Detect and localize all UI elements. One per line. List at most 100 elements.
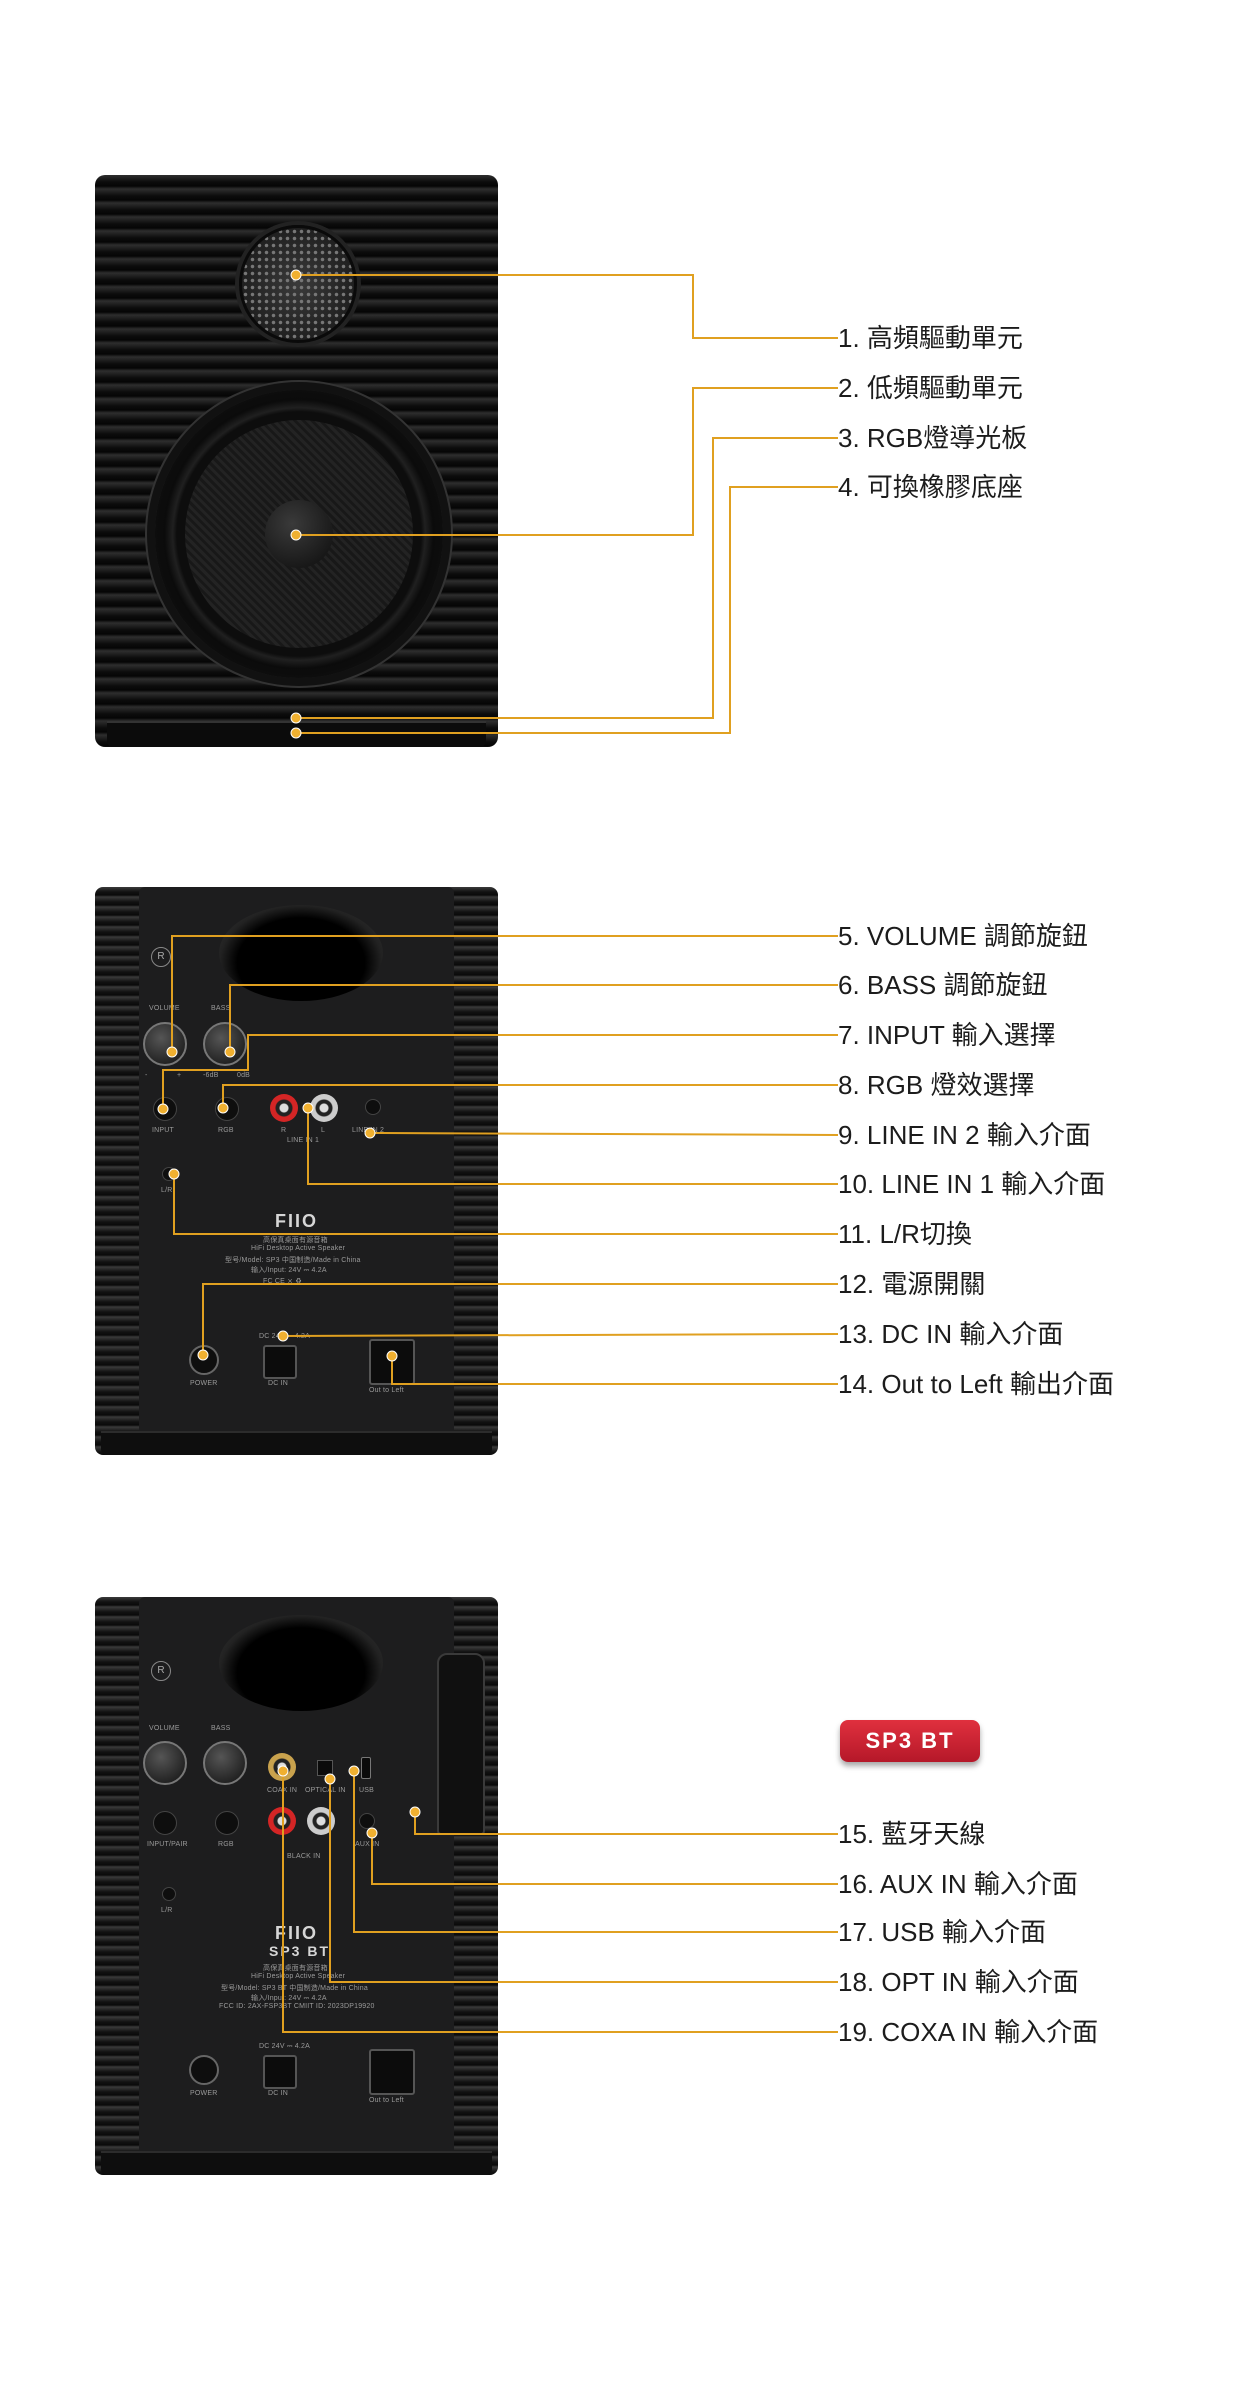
- callout-dot-18: [324, 1773, 336, 1785]
- dc-in-label-bt: DC IN: [268, 2090, 289, 2097]
- callout-dot-14: [386, 1350, 398, 1362]
- speaker-back-sp3bt: R VOLUME BASS INPUT/PAIR RGB COAX IN OPT…: [95, 1597, 498, 2175]
- callout-dot-13: [277, 1330, 289, 1342]
- label-rgb-light-guide: 3. RGB燈導光板: [838, 423, 1028, 453]
- input-label: INPUT: [152, 1127, 174, 1134]
- callout-dot-12: [197, 1349, 209, 1361]
- rca-l-label: L: [321, 1127, 326, 1134]
- label-tweeter: 1. 高頻驅動單元: [838, 323, 1023, 353]
- callout-dot-15: [409, 1806, 421, 1818]
- usb-label: USB: [359, 1787, 374, 1794]
- product-info-1-bt: 高保真桌面有源音箱: [263, 1965, 328, 1972]
- line-in-2-jack[interactable]: [365, 1099, 381, 1115]
- dc-spec-label-bt: DC 24V ⎓ 4.2A: [259, 2043, 310, 2050]
- aux-in-jack[interactable]: [359, 1813, 375, 1829]
- label-aux-in: 16. AUX IN 輸入介面: [838, 1869, 1078, 1899]
- leader-line-15: [414, 1812, 838, 1835]
- callout-dot-19: [277, 1765, 289, 1777]
- product-info-3-bt: 型号/Model: SP3 BT 中国制造/Made in China: [221, 1985, 368, 1992]
- product-info-2: HiFi Desktop Active Speaker: [251, 1245, 346, 1252]
- label-bt-antenna: 15. 藍牙天線: [838, 1819, 986, 1849]
- lr-label-bt: L/R: [161, 1907, 173, 1914]
- fiio-logo: FIIO: [275, 1211, 318, 1231]
- black-in-label: BLACK IN: [287, 1853, 321, 1860]
- label-power-switch: 12. 電源開關: [838, 1269, 986, 1299]
- rgb-button-bt[interactable]: [215, 1811, 239, 1835]
- label-opt-in: 18. OPT IN 輸入介面: [838, 1967, 1079, 1997]
- label-lr-switch: 11. L/R切換: [838, 1219, 972, 1249]
- leader-line-17: [353, 1771, 838, 1933]
- bass-max-label: 0dB: [237, 1072, 251, 1079]
- leader-line-4: [296, 486, 838, 734]
- optical-in-label: OPTICAL IN: [305, 1787, 346, 1794]
- label-dc-in: 13. DC IN 輸入介面: [838, 1319, 1064, 1349]
- leader-line-9: [369, 1132, 839, 1136]
- callout-dot-11: [168, 1168, 180, 1180]
- tweeter: [239, 225, 357, 343]
- dc-in-port[interactable]: [263, 1345, 297, 1379]
- label-volume-knob: 5. VOLUME 調節旋鈕: [838, 921, 1088, 951]
- bass-reflex-port-bt: [219, 1615, 383, 1711]
- product-info-4-bt: 输入/Input: 24V ⎓ 4.2A: [251, 1995, 327, 2002]
- label-woofer: 2. 低頻驅動單元: [838, 373, 1023, 403]
- bass-label: BASS: [211, 1005, 231, 1012]
- rgb-label-bt: RGB: [218, 1841, 234, 1848]
- callout-dot-5: [166, 1046, 178, 1058]
- callout-dot-8: [217, 1102, 229, 1114]
- callout-dot-17: [348, 1765, 360, 1777]
- out-to-left-label: Out to Left: [369, 1387, 404, 1394]
- right-speaker-mark: R: [151, 947, 171, 967]
- callout-dot-2: [290, 529, 302, 541]
- bass-knob[interactable]: [203, 1022, 247, 1066]
- input-pair-label: INPUT/PAIR: [147, 1841, 188, 1848]
- line-in-1-right-jack[interactable]: [270, 1094, 298, 1122]
- leader-line-19: [282, 1771, 838, 2033]
- out-to-left-label-bt: Out to Left: [369, 2097, 404, 2104]
- bass-knob-bt[interactable]: [203, 1741, 247, 1785]
- leader-line-11: [173, 1174, 838, 1235]
- volume-label-bt: VOLUME: [149, 1725, 180, 1732]
- power-label-bt: POWER: [190, 2090, 218, 2097]
- optical-in-port[interactable]: [317, 1760, 333, 1776]
- usb-port[interactable]: [361, 1757, 371, 1779]
- volume-label: VOLUME: [149, 1005, 180, 1012]
- leader-line-14: [391, 1356, 838, 1385]
- volume-knob-bt[interactable]: [143, 1741, 187, 1785]
- label-rubber-base: 4. 可換橡膠底座: [838, 472, 1023, 502]
- callout-dot-7: [157, 1103, 169, 1115]
- label-coax-in: 19. COXA IN 輸入介面: [838, 2017, 1099, 2047]
- power-switch-bt[interactable]: [189, 2055, 219, 2085]
- leader-line-8: [222, 1084, 838, 1108]
- right-speaker-mark-bt: R: [151, 1661, 171, 1681]
- lr-switch-bt[interactable]: [162, 1887, 176, 1901]
- callout-dot-1: [290, 269, 302, 281]
- label-line-in-2: 9. LINE IN 2 輸入介面: [838, 1120, 1091, 1150]
- leader-line-6: [229, 984, 838, 1052]
- lr-label: L/R: [161, 1187, 173, 1194]
- aux-in-label: AUX IN: [355, 1841, 380, 1848]
- dc-in-port-bt[interactable]: [263, 2055, 297, 2089]
- leader-line-12: [202, 1283, 838, 1355]
- label-bass-knob: 6. BASS 調節旋鈕: [838, 970, 1048, 1000]
- callout-dot-10: [302, 1102, 314, 1114]
- label-line-in-1: 10. LINE IN 1 輸入介面: [838, 1169, 1106, 1199]
- label-out-to-left: 14. Out to Left 輸出介面: [838, 1369, 1114, 1399]
- leader-line-16: [371, 1833, 838, 1885]
- rca-r-label: R: [281, 1127, 287, 1134]
- leader-line-18: [329, 1779, 838, 1983]
- bass-label-bt: BASS: [211, 1725, 231, 1732]
- callout-dot-4: [290, 727, 302, 739]
- volume-knob[interactable]: [143, 1022, 187, 1066]
- leader-line-3: [296, 437, 838, 719]
- input-pair-button[interactable]: [153, 1811, 177, 1835]
- leader-line-5: [171, 935, 838, 1052]
- out-to-left-port-bt[interactable]: [369, 2049, 415, 2095]
- speaker-back-sp3: R VOLUME BASS - + -6dB 0dB INPUT RGB R L…: [95, 887, 498, 1455]
- dc-in-label: DC IN: [268, 1380, 289, 1387]
- rear-base: [101, 1431, 492, 1455]
- leader-line-1: [296, 274, 838, 339]
- line-in-1-left-jack[interactable]: [310, 1094, 338, 1122]
- product-info-2-bt: HiFi Desktop Active Speaker: [251, 1973, 346, 1980]
- callout-dot-16: [366, 1827, 378, 1839]
- fiio-logo-bt: FIIO: [275, 1923, 318, 1943]
